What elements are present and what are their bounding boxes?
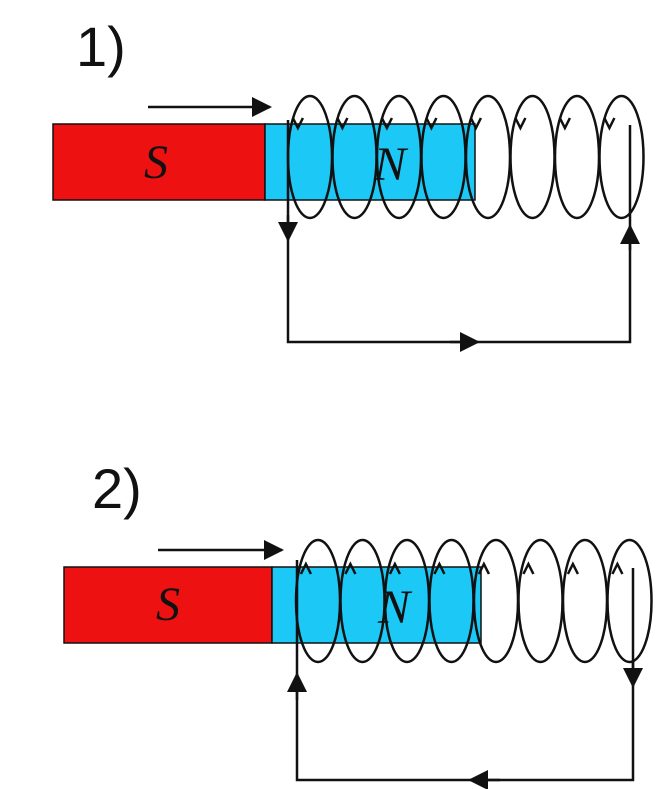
diagram-2-coil-turn: [517, 538, 564, 664]
diagram-2-north-pole: [271, 566, 482, 644]
diagram-1-coil-turn: [509, 94, 556, 220]
diagram-2-coil-arrow: [611, 561, 624, 575]
diagram-1-south-label: S: [144, 136, 168, 189]
diagram-1-coil-arrow: [469, 117, 483, 131]
diagram-2-coil-arrow: [477, 561, 491, 575]
diagram-1-coil-arrow: [291, 117, 305, 131]
diagram-1-coil: [286, 94, 645, 220]
diagram-2-coil-turn: [561, 538, 609, 664]
diagram-1-coil-arrow: [336, 117, 349, 131]
diagram-2: 2) S N: [63, 457, 653, 789]
diagram-1-magnet: S N: [52, 123, 476, 201]
diagram-2-coil-arrow: [344, 561, 357, 575]
diagram-2-coil-arrow: [299, 561, 313, 575]
diagram-2-coil-arrow: [388, 561, 402, 575]
diagram-2-magnet: S N: [63, 566, 482, 644]
diagram-1-coil-arrow: [380, 117, 394, 131]
diagram-2-coil-arrow: [566, 561, 580, 575]
diagram-2-south-label: S: [156, 578, 180, 631]
diagram-1-label: 1): [76, 15, 126, 78]
diagram-2-label: 2): [92, 457, 142, 520]
diagram-1-coil-arrow: [514, 117, 527, 131]
diagram-2-south-pole: [63, 566, 273, 644]
diagram-2-coil-arrow: [522, 561, 535, 575]
diagram-2-coil: [294, 538, 653, 664]
diagram-1-coil-turn: [553, 94, 601, 220]
diagram-2-coil-turn: [606, 538, 653, 664]
diagram-1-coil-arrow: [425, 117, 438, 131]
diagram-1-coil-arrow: [603, 117, 616, 131]
diagram-1-north-pole: [264, 123, 476, 201]
diagram-2-coil-arrow: [433, 561, 446, 575]
diagram-1-coil-arrow: [558, 117, 572, 131]
diagram-1: 1) S N: [52, 15, 645, 352]
diagram-1-coil-turn: [598, 94, 645, 220]
diagram-1-south-pole: [52, 123, 266, 201]
